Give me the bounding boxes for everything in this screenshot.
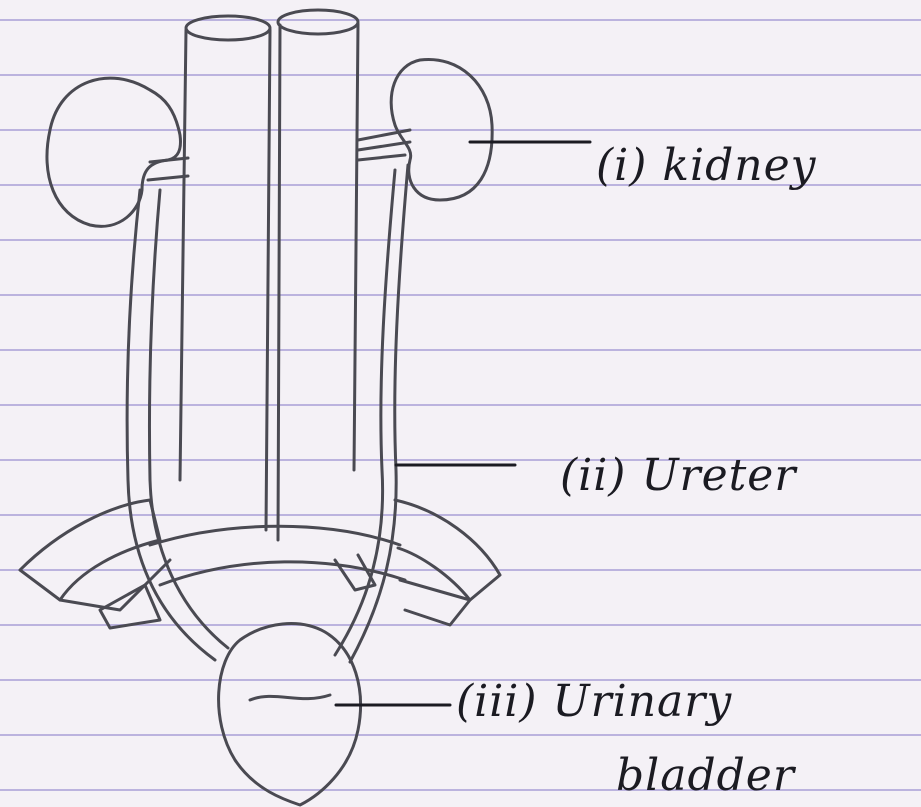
left-kidney: [47, 78, 181, 226]
urinary-bladder-label: (iii) Urinary: [456, 676, 732, 727]
urinary-bladder-label-line2: bladder: [616, 750, 795, 801]
ruled-lines: [0, 20, 921, 790]
kidney-label: (i) kidney: [596, 140, 817, 191]
right-ureter: [335, 170, 395, 655]
ureter-label: (ii) Ureter: [560, 450, 796, 501]
